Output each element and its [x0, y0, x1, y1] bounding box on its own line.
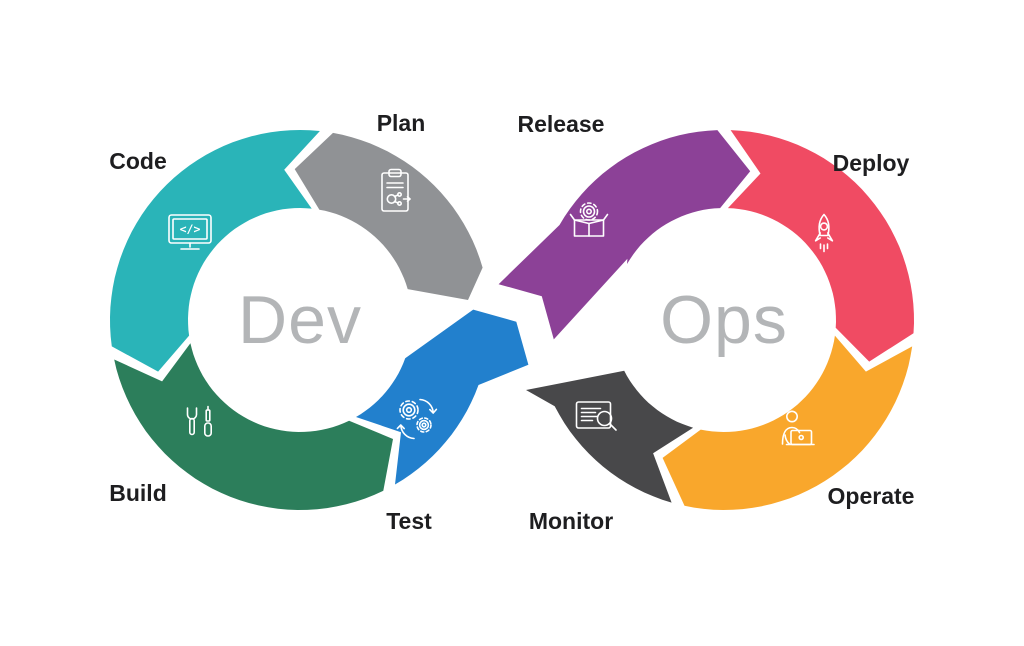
segment-plan	[294, 132, 483, 300]
stage-label-plan: Plan	[377, 110, 426, 136]
test-gears-icon	[396, 398, 438, 440]
stage-label-release: Release	[518, 111, 605, 137]
segment-test	[356, 309, 529, 485]
release-package-icon	[569, 202, 609, 237]
stage-label-deploy: Deploy	[833, 150, 910, 176]
monitor-screen-icon	[575, 401, 617, 431]
stage-label-test: Test	[386, 508, 432, 534]
segment-monitor	[526, 370, 694, 503]
build-tools-icon	[186, 405, 212, 437]
code-monitor-icon: </>	[168, 214, 212, 250]
stage-label-operate: Operate	[828, 483, 915, 509]
dev-loop-label: Dev	[238, 282, 362, 358]
clipboard-plan-icon	[381, 168, 411, 212]
segment-build	[114, 343, 393, 510]
stage-label-code: Code	[109, 148, 167, 174]
infinity-loop-segments	[110, 130, 914, 510]
ops-loop-label: Ops	[660, 282, 788, 358]
stage-label-build: Build	[109, 480, 167, 506]
segment-operate	[662, 335, 913, 510]
operate-user-laptop-icon	[781, 410, 815, 446]
stage-label-monitor: Monitor	[529, 508, 613, 534]
segment-release	[498, 130, 751, 340]
segment-code	[110, 130, 320, 372]
svg-text:</>: </>	[180, 222, 201, 236]
deploy-rocket-icon	[814, 213, 834, 253]
